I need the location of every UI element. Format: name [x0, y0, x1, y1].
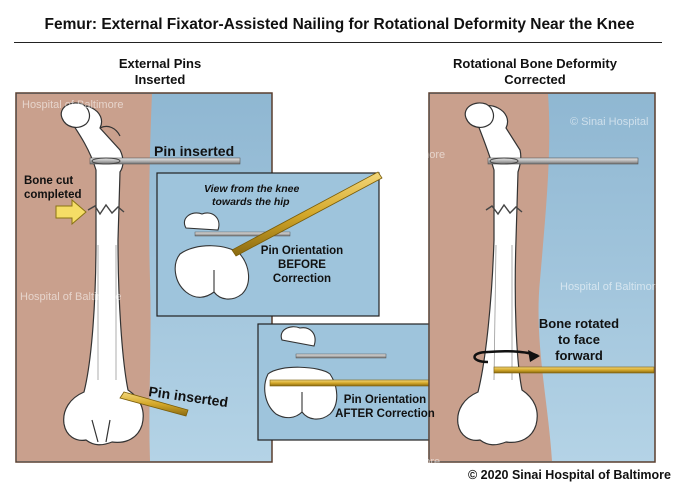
left-heading-line2: Inserted: [134, 72, 186, 87]
watermark: Hospital of Baltimore: [22, 99, 124, 111]
label-view-line1: View from the knee: [204, 183, 299, 195]
watermark: © Sinai Hospital of Baltimore: [300, 456, 440, 468]
bone-cut-arrow-icon: [55, 198, 87, 226]
left-top-pin-clamp: [91, 157, 121, 165]
left-femur: [60, 102, 144, 446]
label-before-line2: BEFORE: [278, 259, 326, 271]
label-bone-cut-line1: Bone cut: [24, 175, 73, 187]
before-knee-bone: [174, 212, 250, 300]
before-inset: [156, 171, 383, 317]
left-heading-line1: External Pins: [118, 56, 202, 71]
rotation-arrow-head-icon: [528, 350, 540, 362]
right-heading-line1: Rotational Bone Deformity: [453, 56, 617, 71]
right-femur: [457, 102, 538, 446]
left-bone-cut: [87, 203, 125, 216]
right-panel: © Sinai Hospital Hospital of Baltimore: [428, 92, 662, 463]
right-top-pin: [487, 157, 639, 165]
right-heading-line2: Corrected: [504, 72, 566, 87]
left-panel-heading: External Pins Inserted: [60, 56, 260, 88]
label-before-line3: Correction: [273, 273, 331, 285]
left-top-pin: [89, 157, 241, 165]
label-rotated-line3: forward: [555, 348, 603, 363]
watermark: © Sinai Hospital: [570, 116, 648, 128]
label-bone-cut-line2: completed: [24, 189, 82, 201]
left-bottom-pin: [119, 391, 189, 417]
label-rotated-line2: to face: [558, 332, 600, 347]
label-pin-inserted-top: Pin inserted: [154, 143, 234, 159]
label-after-line1: Pin Orientation: [344, 394, 426, 406]
label-after-line2: AFTER Correction: [335, 408, 435, 420]
copyright-notice: © 2020 Sinai Hospital of Baltimore: [467, 468, 671, 482]
watermark: © Sinai Hospital of Baltimore: [305, 149, 445, 161]
page-title: Femur: External Fixator-Assisted Nailing…: [44, 16, 635, 33]
rotation-arrow-icon: [473, 350, 489, 364]
label-before-line1: Pin Orientation: [261, 245, 343, 257]
after-inset: [257, 323, 461, 441]
watermark: Hospital of Baltimore: [20, 291, 122, 303]
right-bottom-pin: [493, 366, 655, 374]
before-gold-pin: [231, 171, 383, 257]
label-rotated-line1: Bone rotated: [539, 316, 619, 331]
watermark: © Sinai Hospital of Baltimore: [282, 53, 422, 65]
after-gray-pin: [295, 353, 387, 359]
title-divider: [14, 42, 662, 43]
before-gray-pin: [194, 231, 291, 237]
right-top-pin-clamp: [489, 157, 519, 165]
right-bone-cut: [485, 203, 523, 216]
label-view-line2: towards the hip: [212, 196, 290, 208]
watermark: Hospital of Baltimore: [560, 281, 662, 293]
right-panel-heading: Rotational Bone Deformity Corrected: [420, 56, 650, 88]
